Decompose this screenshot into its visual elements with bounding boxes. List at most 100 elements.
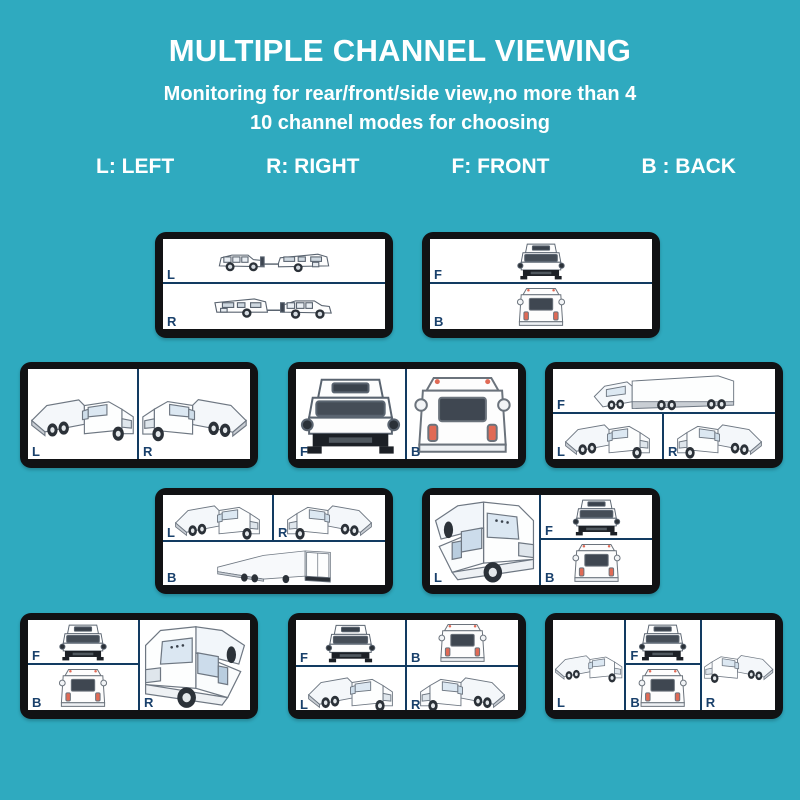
pane-label: B bbox=[411, 444, 421, 459]
screen-6-top-row: L R bbox=[163, 495, 385, 542]
pane-R[interactable]: R bbox=[140, 620, 250, 710]
screen-7[interactable]: L F B bbox=[422, 488, 660, 594]
screen-4[interactable]: F B bbox=[288, 362, 526, 468]
pane-R[interactable]: R bbox=[701, 620, 775, 710]
caravan-towed-by-suv-icon bbox=[214, 298, 332, 320]
legend-row: L: LEFT R: RIGHT F: FRONT B : BACK bbox=[0, 135, 800, 179]
pane-L[interactable]: L bbox=[553, 414, 664, 459]
pane-L[interactable]: L bbox=[430, 495, 541, 585]
pane-label: L bbox=[557, 444, 565, 459]
screen-1-panes: L R bbox=[163, 239, 385, 329]
motorhome-rear-icon bbox=[438, 624, 487, 662]
pane-R[interactable]: R bbox=[664, 414, 775, 459]
pane-L[interactable]: L bbox=[553, 620, 627, 710]
pane-F[interactable]: F bbox=[430, 239, 652, 284]
pane-label: R bbox=[167, 314, 177, 329]
legend-right: R: RIGHT bbox=[266, 155, 360, 179]
pane-F[interactable]: F bbox=[626, 620, 700, 665]
box-trailer-rear-icon bbox=[217, 550, 331, 584]
pane-label: F bbox=[545, 523, 553, 538]
pane-label: L bbox=[167, 525, 175, 540]
pane-B[interactable]: B bbox=[626, 665, 700, 710]
screen-8[interactable]: F B R bbox=[20, 613, 258, 719]
pane-label: B bbox=[167, 570, 177, 585]
pane-F[interactable]: F bbox=[28, 620, 138, 665]
pane-label: L bbox=[300, 697, 308, 710]
pane-label: L bbox=[32, 444, 40, 459]
semi-truck-left-icon bbox=[308, 677, 393, 710]
motorhome-front-icon bbox=[517, 243, 565, 280]
pane-R[interactable]: R bbox=[274, 495, 385, 540]
semi-truck-right-icon bbox=[407, 667, 518, 710]
pane-B[interactable]: B bbox=[28, 665, 138, 710]
pane-B[interactable]: B bbox=[541, 540, 652, 585]
semi-truck-left-icon bbox=[565, 424, 650, 459]
pane-label: B bbox=[434, 314, 444, 329]
screen-8-left-col: F B bbox=[28, 620, 140, 710]
pane-L[interactable]: L bbox=[163, 495, 274, 540]
pane-B[interactable]: B bbox=[163, 542, 385, 585]
screen-6-panes: L R B bbox=[163, 495, 385, 585]
screen-6[interactable]: L R B bbox=[155, 488, 393, 594]
screen-3[interactable]: L R bbox=[20, 362, 258, 468]
pane-R[interactable]: R bbox=[163, 284, 385, 329]
pane-label: B bbox=[545, 570, 555, 585]
pane-label: F bbox=[434, 267, 442, 282]
pane-F[interactable]: F bbox=[553, 369, 775, 414]
pane-F[interactable]: F bbox=[296, 369, 407, 459]
pane-R[interactable]: R bbox=[407, 667, 518, 710]
screen-10[interactable]: L F B R bbox=[545, 613, 783, 719]
pane-label: R bbox=[278, 525, 288, 540]
pane-label: L bbox=[167, 267, 175, 282]
screen-10-panes: L F B R bbox=[553, 620, 775, 710]
motorhome-front-icon bbox=[300, 378, 401, 455]
screen-9-top-row: F B bbox=[296, 620, 518, 667]
semi-truck-left-icon bbox=[31, 399, 134, 442]
screen-10-middle-col: F B bbox=[626, 620, 702, 710]
semi-truck-right-icon bbox=[139, 369, 250, 459]
motorhome-front-icon bbox=[59, 624, 107, 661]
screen-7-panes: L F B bbox=[430, 495, 652, 585]
motorhome-rear-icon bbox=[58, 669, 108, 707]
motorhome-rear-icon bbox=[516, 288, 566, 326]
screen-9-panes: F B L R bbox=[296, 620, 518, 710]
pane-label: F bbox=[300, 444, 308, 459]
pane-F[interactable]: F bbox=[296, 620, 407, 665]
pane-L[interactable]: L bbox=[28, 369, 139, 459]
legend-front: F: FRONT bbox=[451, 155, 550, 179]
pane-label: R bbox=[705, 695, 716, 710]
pane-label: L bbox=[434, 570, 442, 585]
pane-label: F bbox=[557, 397, 565, 412]
pane-label: B bbox=[32, 695, 42, 710]
pane-L[interactable]: L bbox=[163, 239, 385, 284]
screen-5[interactable]: F L R bbox=[545, 362, 783, 468]
motorhome-rear-icon bbox=[414, 377, 511, 453]
pane-B[interactable]: B bbox=[407, 369, 518, 459]
screen-3-panes: L R bbox=[28, 369, 250, 459]
screen-7-right-col: F B bbox=[541, 495, 652, 585]
pane-B[interactable]: B bbox=[430, 284, 652, 329]
pane-label: R bbox=[411, 697, 421, 710]
motorhome-front-icon bbox=[325, 624, 376, 663]
pane-F[interactable]: F bbox=[541, 495, 652, 540]
screen-9-bottom-row: L R bbox=[296, 667, 518, 710]
pane-label: F bbox=[630, 648, 639, 663]
semi-truck-closeup-icon bbox=[434, 501, 535, 584]
pane-L[interactable]: L bbox=[296, 667, 407, 710]
screen-2[interactable]: F B bbox=[422, 232, 660, 338]
motorhome-front-icon bbox=[572, 499, 621, 536]
pane-B[interactable]: B bbox=[407, 620, 518, 665]
legend-left: L: LEFT bbox=[96, 155, 175, 179]
semi-truck-closeup-icon bbox=[144, 626, 246, 709]
screen-1[interactable]: L R bbox=[155, 232, 393, 338]
pane-label: R bbox=[143, 444, 153, 459]
pane-label: R bbox=[668, 444, 678, 459]
subtitle-line-2: 10 channel modes for choosing bbox=[249, 112, 551, 135]
screen-4-panes: F B bbox=[296, 369, 518, 459]
pane-R[interactable]: R bbox=[139, 369, 250, 459]
pane-label: F bbox=[32, 648, 40, 663]
header: MULTIPLE CHANNEL VIEWING Monitoring for … bbox=[0, 0, 800, 205]
screen-5-bottom-row: L R bbox=[553, 414, 775, 459]
screen-9[interactable]: F B L R bbox=[288, 613, 526, 719]
semi-truck-right-icon bbox=[274, 495, 385, 540]
